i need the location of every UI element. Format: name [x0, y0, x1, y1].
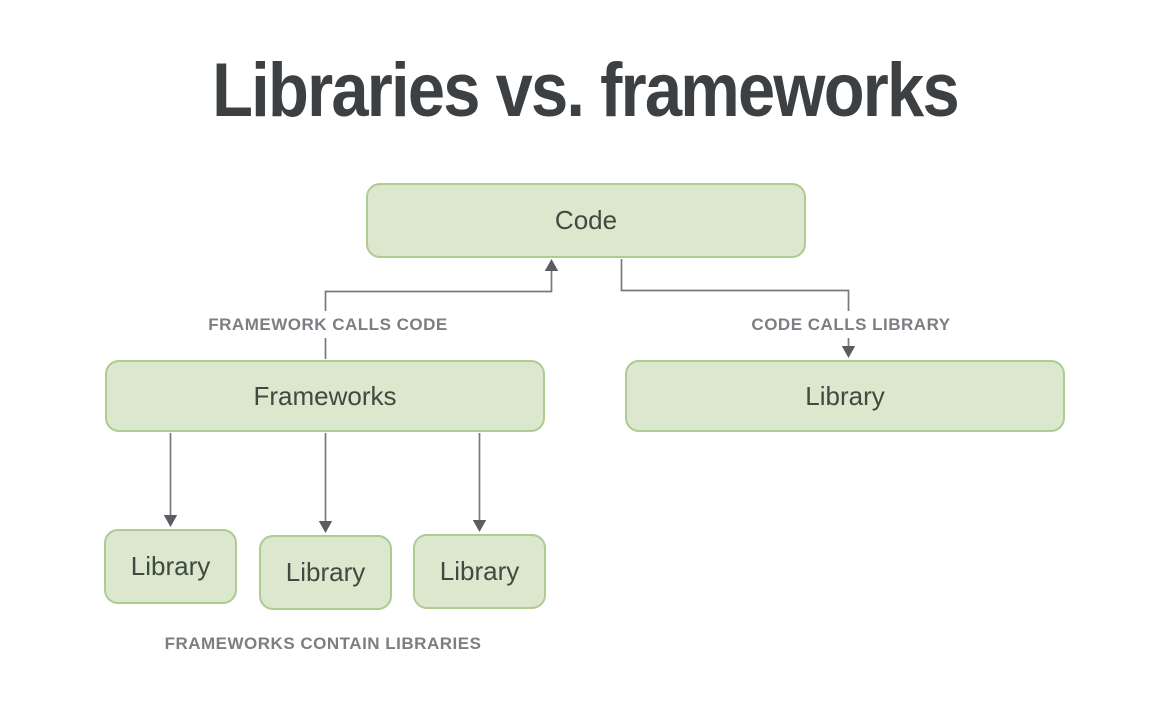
node-code: Code [366, 183, 806, 258]
arrow-framework-calls-code [324, 259, 559, 359]
node-library-1-label: Library [130, 551, 211, 581]
arrow-frameworks-library-1 [163, 433, 178, 527]
caption-code-calls-library: CODE CALLS LIBRARY [751, 315, 951, 334]
page-title: Libraries vs. frameworks [212, 48, 960, 133]
caption-frameworks-contain-libraries: FRAMEWORKS CONTAIN LIBRARIES [164, 634, 482, 653]
node-library-2: Library [259, 535, 392, 610]
node-library-main: Library [625, 360, 1065, 432]
node-library-main-label: Library [805, 380, 885, 411]
node-library-3-label: Library [439, 556, 520, 586]
node-library-1: Library [104, 529, 237, 604]
node-frameworks: Frameworks [105, 360, 545, 432]
arrow-code-calls-library [620, 259, 856, 358]
node-code-label: Code [554, 205, 618, 235]
arrow-frameworks-library-2 [318, 433, 333, 533]
arrow-frameworks-library-3 [472, 433, 487, 532]
caption-framework-calls-code: FRAMEWORK CALLS CODE [208, 315, 448, 334]
node-frameworks-label: Frameworks [253, 380, 397, 411]
node-library-3: Library [413, 534, 546, 609]
node-library-2-label: Library [285, 557, 366, 587]
